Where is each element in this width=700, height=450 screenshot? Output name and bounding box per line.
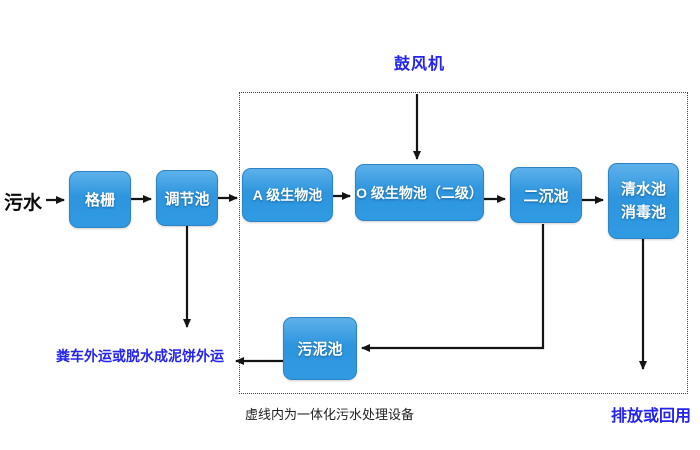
sludge-tank-box: 污泥池 bbox=[283, 317, 357, 380]
regulating-tank-label: 调节池 bbox=[164, 190, 210, 208]
equipment-boundary-dashed-box bbox=[239, 92, 688, 394]
secondary-sedimentation-tank-box: 二沉池 bbox=[510, 167, 582, 223]
sludge-tank-label: 污泥池 bbox=[297, 341, 343, 358]
clear-water-tank-label-line1: 清水池 bbox=[620, 180, 666, 198]
clear-water-disinfection-tank-box: 清水池 消毒池 bbox=[608, 163, 679, 239]
discharge-label: 排放或回用 bbox=[611, 408, 692, 425]
a-bio-tank-label: A 级生物池 bbox=[252, 187, 323, 203]
a-bio-tank-box: A 级生物池 bbox=[242, 168, 333, 222]
grid-label: 格栅 bbox=[84, 192, 115, 209]
o-bio-tank-box: O 级生物池（二级） bbox=[355, 164, 484, 221]
clear-water-tank-label-line2: 消毒池 bbox=[620, 204, 666, 221]
regulating-tank-box: 调节池 bbox=[156, 170, 218, 226]
grid-box: 格栅 bbox=[69, 171, 131, 228]
equipment-note-label: 虚线内为一体化污水处理设备 bbox=[245, 407, 415, 422]
secondary-sedimentation-tank-label: 二沉池 bbox=[523, 187, 569, 205]
source-label: 污水 bbox=[4, 193, 43, 214]
o-bio-tank-label: O 级生物池（二级） bbox=[356, 184, 483, 201]
sludge-disposal-label: 粪车外运或脱水成泥饼外运 bbox=[56, 348, 224, 364]
blower-label: 鼓风机 bbox=[394, 56, 446, 73]
arrow-sedimentation-tank-to-sludge-tank bbox=[361, 224, 545, 352]
